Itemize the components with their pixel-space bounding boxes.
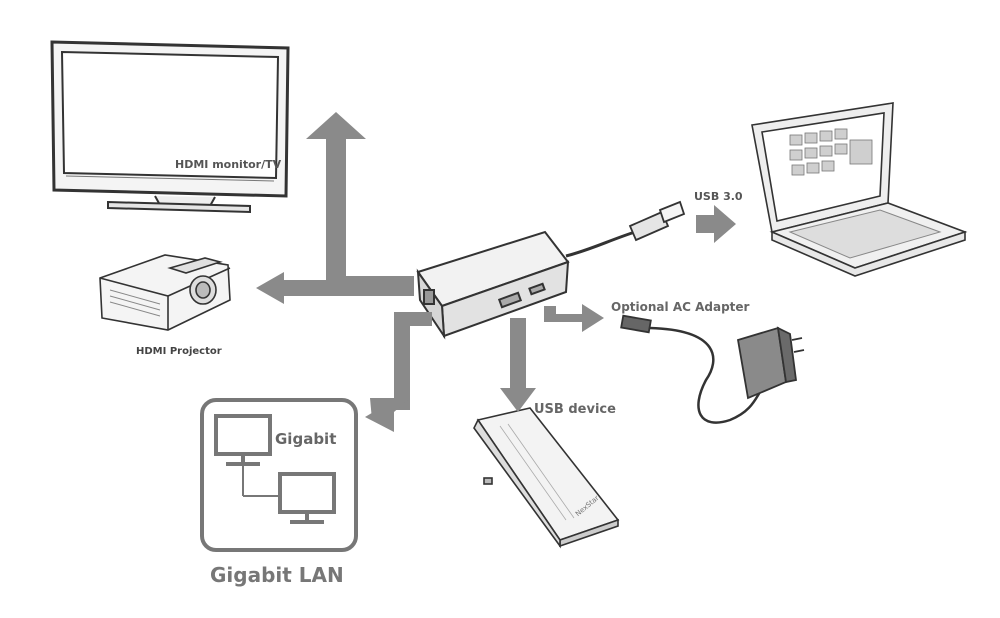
laptop-icon [751, 102, 968, 277]
arrow-to-usb-device [500, 318, 536, 412]
ac-adapter-icon [620, 314, 805, 424]
arrow-from-adapter [544, 304, 604, 332]
usb-cable-icon [565, 200, 686, 258]
usb-hub-icon [416, 230, 570, 340]
ac-adapter-label: Optional AC Adapter [611, 300, 750, 314]
usb-device-label: USB device [534, 402, 616, 417]
gigabit-lan-label: Gigabit LAN [210, 563, 344, 587]
arrow-to-projector [256, 272, 414, 304]
usb-30-label: USB 3.0 [694, 190, 743, 203]
arrow-to-monitor [306, 112, 414, 296]
arrow-to-laptop [696, 205, 736, 243]
hard-drive-icon [473, 407, 620, 549]
hdmi-monitor-label: HDMI monitor/TV [175, 158, 282, 171]
tv-monitor-icon [50, 40, 290, 214]
arrow-to-lan [365, 312, 432, 432]
projector-icon [99, 254, 231, 331]
gigabit-label: Gigabit [275, 430, 337, 448]
network-computers-icon [200, 398, 358, 552]
hdmi-projector-label: HDMI Projector [136, 346, 222, 357]
